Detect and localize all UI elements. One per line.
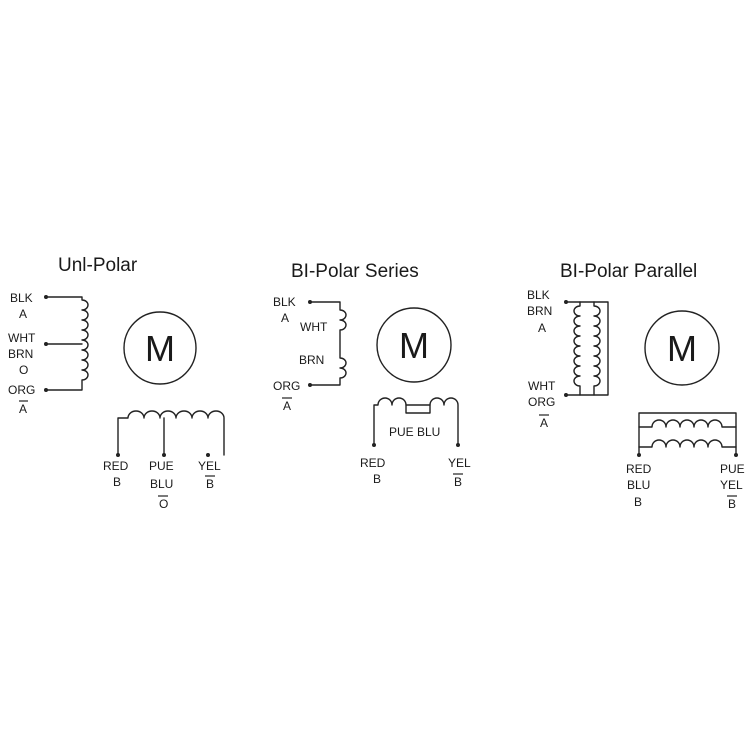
series-motor-label: M bbox=[399, 325, 429, 366]
parallel-motor: M bbox=[644, 310, 720, 386]
label-b-bar: B bbox=[206, 477, 214, 491]
label-b-bar: B bbox=[728, 497, 736, 511]
label-pue: PUE bbox=[720, 462, 745, 476]
label-blk: BLK bbox=[527, 288, 550, 302]
terminal-dot bbox=[308, 300, 312, 304]
label-wht: WHT bbox=[528, 379, 556, 393]
label-brn: BRN bbox=[527, 304, 552, 318]
terminal-dot bbox=[372, 443, 376, 447]
terminal-dot bbox=[206, 453, 210, 457]
unipolar-diagram: Unl-Polar M BLK A WHT BRN O ORG A RED bbox=[8, 255, 225, 511]
series-motor-circle bbox=[376, 307, 452, 383]
label-blu: BLU bbox=[627, 478, 650, 492]
bipolar-series-diagram: BI-Polar Series M BLK A WHT BRN ORG A PU… bbox=[273, 261, 471, 489]
series-winding-b bbox=[372, 397, 460, 447]
label-brn: BRN bbox=[299, 353, 324, 367]
terminal-dot bbox=[44, 295, 48, 299]
label-a: A bbox=[19, 307, 27, 321]
label-b-bar: B bbox=[454, 475, 462, 489]
terminal-dot bbox=[116, 453, 120, 457]
terminal-dot bbox=[44, 388, 48, 392]
parallel-motor-label: M bbox=[667, 328, 697, 369]
unipolar-winding-a bbox=[44, 295, 89, 392]
unipolar-motor: M bbox=[123, 311, 197, 385]
label-a-bar: A bbox=[283, 399, 291, 413]
label-wht: WHT bbox=[8, 331, 36, 345]
label-org: ORG bbox=[8, 383, 35, 397]
unipolar-winding-b bbox=[116, 410, 225, 457]
terminal-dot bbox=[162, 453, 166, 457]
label-blk: BLK bbox=[273, 295, 296, 309]
label-yel: YEL bbox=[720, 478, 743, 492]
label-blu: BLU bbox=[150, 477, 173, 491]
label-org: ORG bbox=[273, 379, 300, 393]
label-red: RED bbox=[360, 456, 386, 470]
terminal-dot bbox=[734, 453, 738, 457]
label-b: B bbox=[113, 475, 121, 489]
terminal-dot bbox=[44, 342, 48, 346]
terminal-dot bbox=[564, 393, 568, 397]
label-red: RED bbox=[103, 459, 129, 473]
label-org: ORG bbox=[528, 395, 555, 409]
unipolar-title: Unl-Polar bbox=[58, 255, 138, 276]
bipolar-parallel-diagram: BI-Polar Parallel M BLK BRN A WHT ORG A … bbox=[527, 261, 745, 511]
parallel-motor-circle bbox=[644, 310, 720, 386]
label-blk: BLK bbox=[10, 291, 33, 305]
label-brn: BRN bbox=[8, 347, 33, 361]
label-wht: WHT bbox=[300, 320, 328, 334]
parallel-title: BI-Polar Parallel bbox=[560, 261, 697, 282]
label-a: A bbox=[538, 321, 546, 335]
parallel-winding-b bbox=[637, 412, 738, 457]
label-yel: YEL bbox=[198, 459, 221, 473]
terminal-dot bbox=[456, 443, 460, 447]
terminal-dot bbox=[637, 453, 641, 457]
label-o-bar: O bbox=[159, 497, 168, 511]
label-red: RED bbox=[626, 462, 652, 476]
label-a-bar: A bbox=[540, 416, 548, 430]
terminal-dot bbox=[308, 383, 312, 387]
series-title: BI-Polar Series bbox=[291, 261, 419, 282]
unipolar-motor-circle bbox=[123, 311, 197, 385]
unipolar-motor-label: M bbox=[145, 328, 175, 369]
label-a-bar: A bbox=[19, 402, 27, 416]
series-winding-a bbox=[308, 300, 347, 387]
label-pue: PUE bbox=[149, 459, 174, 473]
label-pue-blu: PUE BLU bbox=[389, 425, 440, 439]
label-a: A bbox=[281, 311, 289, 325]
terminal-dot bbox=[564, 300, 568, 304]
series-motor: M bbox=[376, 307, 452, 383]
label-yel: YEL bbox=[448, 456, 471, 470]
parallel-winding-a bbox=[564, 300, 609, 397]
label-o: O bbox=[19, 363, 28, 377]
label-b: B bbox=[634, 495, 642, 509]
label-b: B bbox=[373, 472, 381, 486]
